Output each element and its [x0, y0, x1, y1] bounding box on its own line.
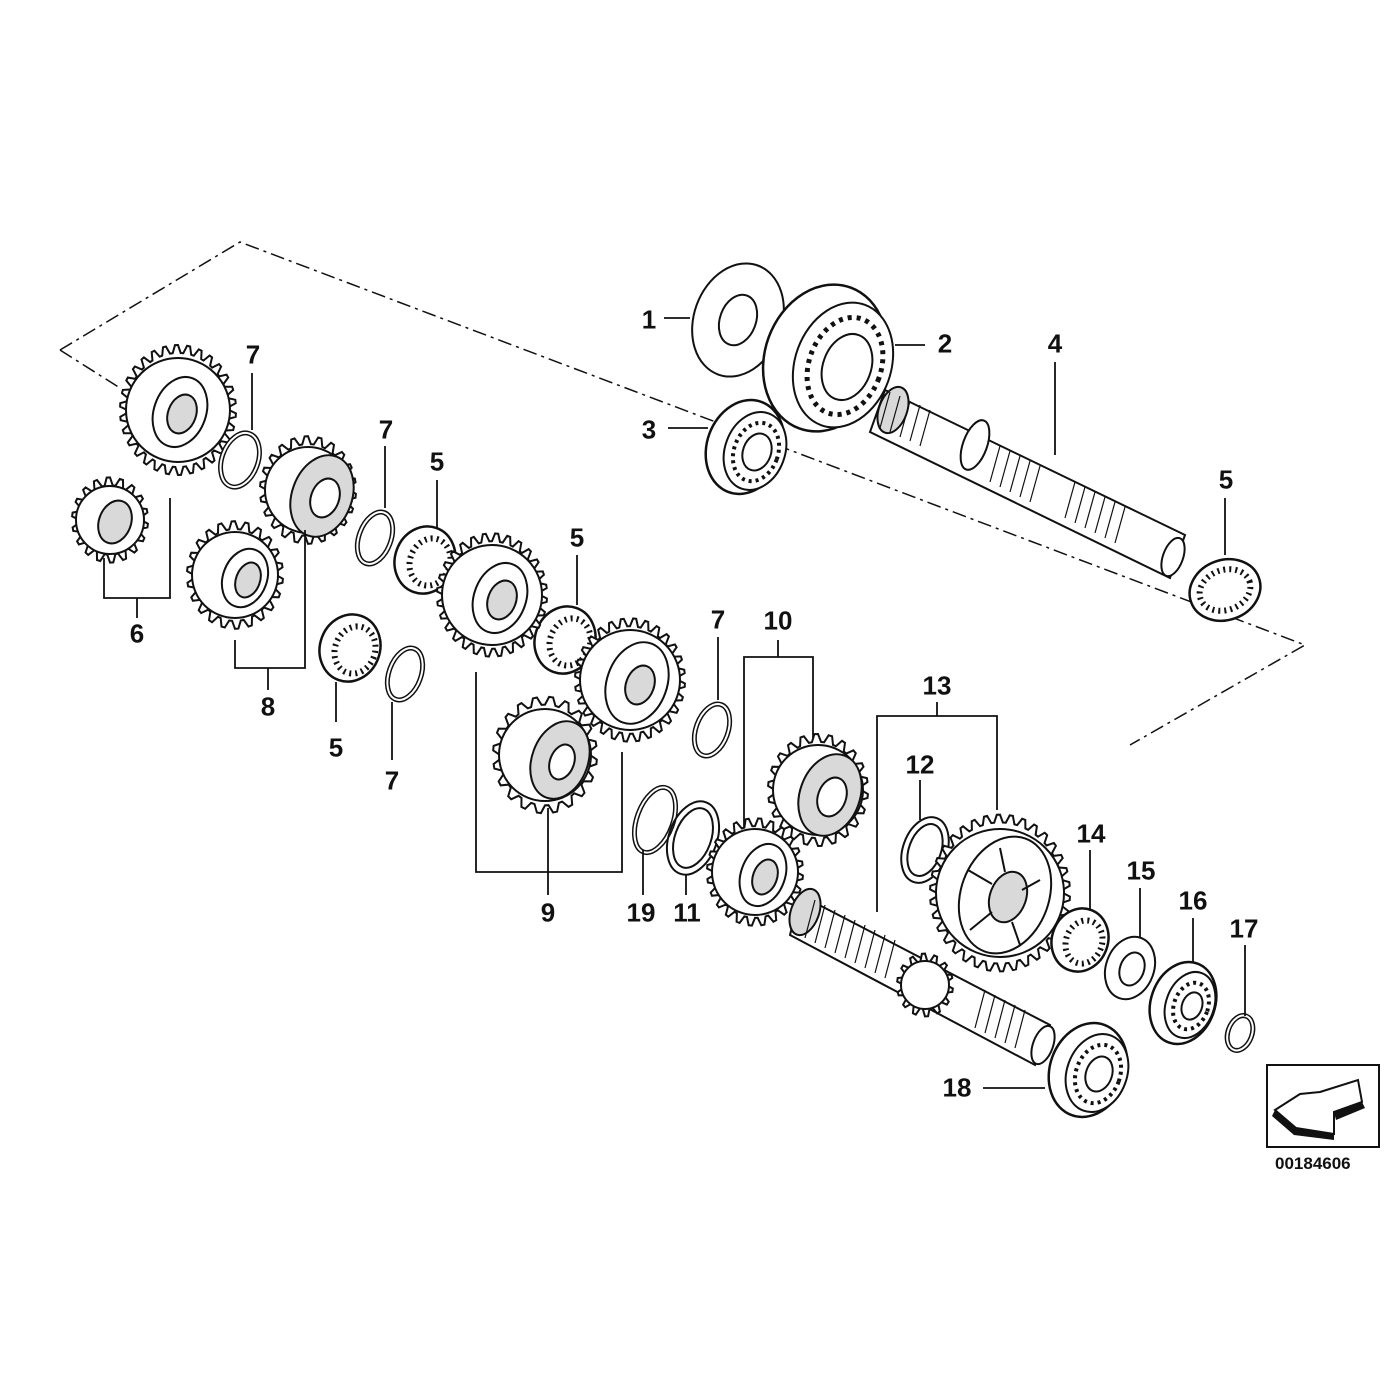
callout-6: 6 — [129, 618, 145, 649]
part-18-bearing — [1047, 1021, 1130, 1119]
part-7-circlip-a — [218, 430, 262, 490]
callout-8: 8 — [260, 691, 276, 722]
part-5-needle-bearing-right — [1188, 557, 1262, 623]
callout-19: 19 — [626, 897, 656, 928]
part-9-gear-set — [436, 532, 686, 815]
part-6-gear-pair — [71, 343, 237, 564]
callout-18: 18 — [942, 1072, 972, 1103]
callout-7-a: 7 — [245, 339, 261, 370]
part-8-gear-pair — [186, 435, 357, 630]
callout-13: 13 — [922, 670, 952, 701]
callout-3: 3 — [641, 414, 657, 445]
part-1-thrust-washer — [691, 262, 785, 378]
callout-7-c: 7 — [384, 765, 400, 796]
part-7-circlip-b — [354, 509, 396, 567]
part-7-circlip-c — [384, 645, 426, 703]
callout-10: 10 — [763, 605, 793, 636]
part-13-output-shaft — [788, 887, 1056, 1067]
leader-lines — [103, 317, 1246, 1089]
callout-5-b: 5 — [328, 732, 344, 763]
part-14-needle-bearing — [1050, 907, 1110, 973]
arrow-down-left-icon — [1266, 1064, 1380, 1148]
part-11-thrust-washer — [665, 800, 721, 876]
callout-12: 12 — [905, 749, 935, 780]
part-17-circlip — [1224, 1013, 1256, 1053]
part-13-large-gear — [929, 813, 1071, 973]
callout-5-c: 5 — [569, 522, 585, 553]
part-16-bearing — [1148, 960, 1218, 1046]
callout-11: 11 — [673, 897, 701, 928]
callout-7-d: 7 — [710, 604, 726, 635]
part-4-input-shaft — [868, 385, 1187, 580]
callout-17: 17 — [1229, 913, 1259, 944]
part-5-needle-bearing-b — [318, 613, 382, 683]
document-number: 00184606 — [1275, 1154, 1351, 1173]
callout-7-b: 7 — [378, 414, 394, 445]
callout-9: 9 — [540, 897, 556, 928]
callout-5-right: 5 — [1218, 464, 1234, 495]
shaft-group-outline-left — [59, 349, 121, 389]
callout-4: 4 — [1047, 328, 1063, 359]
part-15-washer — [1103, 935, 1157, 1001]
callout-1: 1 — [641, 304, 657, 335]
part-3-small-bearing — [704, 398, 788, 496]
callout-15: 15 — [1126, 855, 1156, 886]
part-7-circlip-d — [691, 701, 733, 759]
callout-16: 16 — [1178, 885, 1208, 916]
callout-14: 14 — [1076, 818, 1106, 849]
callout-2: 2 — [937, 328, 953, 359]
callout-5-a: 5 — [429, 446, 445, 477]
part-10-gear-pair — [706, 732, 869, 927]
part-2-ball-bearing — [761, 283, 895, 433]
